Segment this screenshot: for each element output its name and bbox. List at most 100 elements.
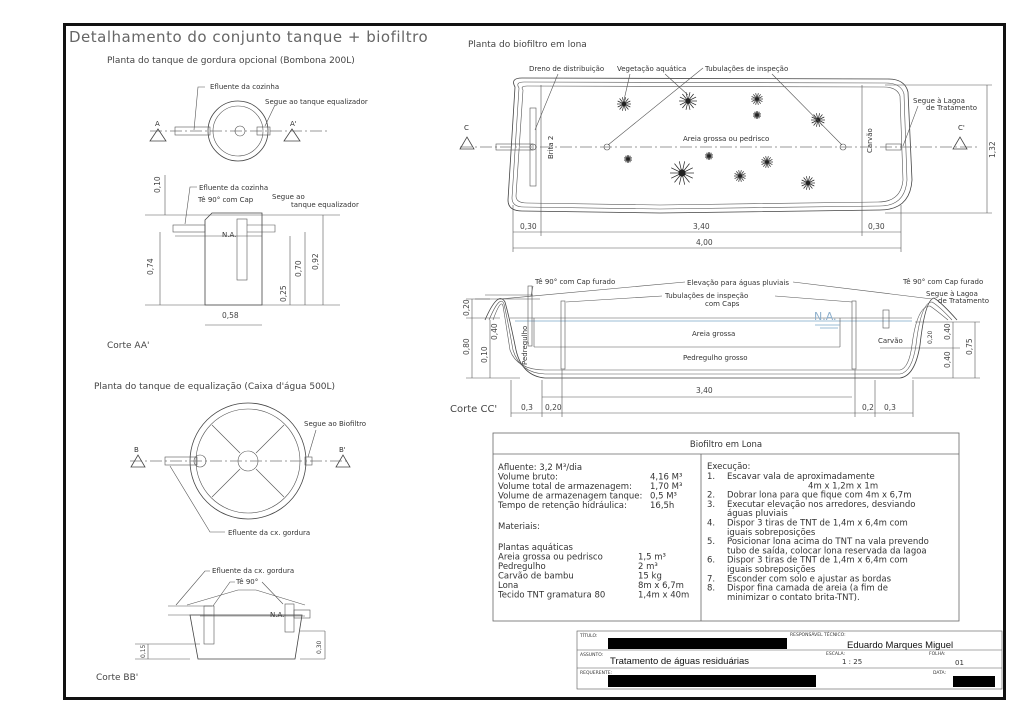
caption-corte-cc: Corte CC' [450,404,497,415]
section-outlet-pipe [247,224,276,233]
label-section-water-level: N.A. [814,310,837,323]
label-drain: Dreno de distribuição [529,65,604,73]
label-eq-water-level: N.A. [270,611,284,619]
grease-trap-heading: Planta do tanque de gordura opcional (Bo… [107,56,355,66]
execution-step-number: 8. [707,584,715,594]
leader-inlet [193,86,205,131]
label-coarse-gravel: Pedregulho grosso [683,354,748,362]
value-folha: 01 [955,659,964,667]
caption-corte-bb: Corte BB' [96,673,138,683]
label-bb-tee: Tê 90° [235,578,258,586]
material-row-label: Lona [498,581,518,591]
label-responsavel: RESPONSÁVEL TÉCNICO: [790,630,846,638]
execution-step-number: 7. [707,574,715,584]
drawing-frame [63,23,1006,700]
section-label-a: A [155,120,160,128]
design-row-label: Volume total de armazenagem: [498,482,632,492]
label-gravel-zone: Brita 2 [547,136,555,159]
dim-section-bottom: 0,10 [480,346,489,363]
left-tee-pipe [527,285,533,347]
label-escala: ESCALA: [826,651,845,657]
eq-inlet-pipe [164,456,198,466]
eq-tank-lid [186,589,306,606]
materials-title: Materiais: [498,522,540,532]
eq-tank-body [189,614,303,660]
label-outlet-1: Segue ao [272,193,305,201]
inspection-pipe-left [603,143,611,151]
material-row-value: 8m x 6,7m [638,581,684,591]
aquatic-plants [617,92,825,190]
label-outlet-2: tanque equalizador [291,201,359,209]
inspection-pipe-section-left [560,300,566,370]
liner-outer [507,77,913,214]
biofilter-section: N.A. Areia grossa Pedregulho grosso Pedr… [450,278,989,417]
right-tee-pipe [882,309,890,329]
execution-step-text: Dispor 3 tiras de TNT de 1,4m x 6,4m com [727,519,908,529]
inlet-pipe [174,126,211,136]
section-label-b-prime: B' [339,446,346,454]
dim-section-length: 3,40 [696,386,713,395]
label-section-charcoal: Carvão [878,337,903,345]
caption-corte-aa: Corte AA' [107,341,149,351]
dim-eq-left: 0,15 [140,644,147,658]
execution-step-text: Escavar vala de aproximadamente [727,472,875,482]
execution-step-text: iguais sobreposições [727,528,816,538]
aquatic-plant-icon [705,152,713,160]
section-marker-b [130,454,146,468]
label-section-gravel: Pedregulho [521,326,529,365]
outlet-pipe [256,126,271,136]
label-data: DATA: [933,670,946,676]
spec-table-title: Biofiltro em Lona [690,440,762,450]
biofilter-inlet-pipe [495,143,534,151]
dim-section-right-total: 0,75 [965,338,974,355]
grease-trap-body [204,212,263,306]
aquatic-plant-icon [679,92,697,110]
aquatic-plant-icon [761,156,773,168]
label-vegetation: Vegetação aquática [617,65,686,73]
dim-section-right-bottom: 0,40 [943,351,952,368]
leader-outlet [264,104,276,127]
execution-step-text: Dispor fina camada de areia (a fim de [727,584,888,594]
label-section-outlet-1: Segue à Lagoa [926,290,978,298]
section-marker-a-prime [283,128,301,142]
title-block: TÍTULO: RESPONSÁVEL TÉCNICO: Eduardo Mar… [576,630,1003,690]
aquatic-plant-icon [624,155,632,163]
dim-pipe-bottom: 0,25 [279,285,288,302]
execution-step-number: 2. [707,491,715,501]
section-label-c: C [464,124,469,132]
label-requerente: REQUERENTE: [580,670,612,676]
label-section-inlet: Efluente da cozinha [199,184,268,192]
label-plan-outlet-2: de Tratamento [926,104,977,112]
inspection-pipe-right [839,143,847,151]
design-row-label: Volume de armazenagem tanque: [498,492,642,502]
dim-section-sand: 0,40 [490,323,499,340]
dim-plan-left: 0,30 [520,222,537,231]
design-row-label: Afluente: 3,2 M³/dia [498,463,582,473]
aquatic-plant-icon [801,176,815,190]
dim-section-pipe: 0,20 [927,330,934,344]
label-to-equalizer: Segue ao tanque equalizador [265,98,368,106]
label-folha: FOLHA: [929,651,946,657]
material-row-label: Areia grossa ou pedrisco [498,553,603,563]
dim-left-height: 0,74 [146,258,155,275]
value-responsavel: Eduardo Marques Miguel [847,640,953,651]
execution-step-number: 6. [707,556,715,566]
dim-eq-right: 0,30 [316,640,323,654]
aquatic-plant-icon [670,161,694,185]
dim-total-height: 0,92 [311,253,320,270]
section-inlet-pipe [172,224,206,233]
label-water-level: N.A. [222,231,236,239]
material-row-label: Carvão de bambu [498,572,574,582]
execution-step-number: 1. [707,472,715,482]
section-marker-c [459,136,475,150]
dim-section-left-1: 0,3 [521,403,533,412]
aquatic-plant-icon [734,170,746,182]
material-row-value: 15 kg [638,572,662,582]
material-row-value: 1,4m x 40m [638,591,689,601]
label-sand-plan: Areia grossa ou pedrisco [683,135,769,143]
grease-trap-plan: Planta do tanque de gordura opcional (Bo… [107,56,368,162]
section-label-c-prime: C' [958,124,965,132]
execution-step-text: tubo de saída, colocar lona reservada da… [727,546,927,556]
execution-step-text: Posicionar lona acima do TNT na vala pre… [727,537,929,547]
